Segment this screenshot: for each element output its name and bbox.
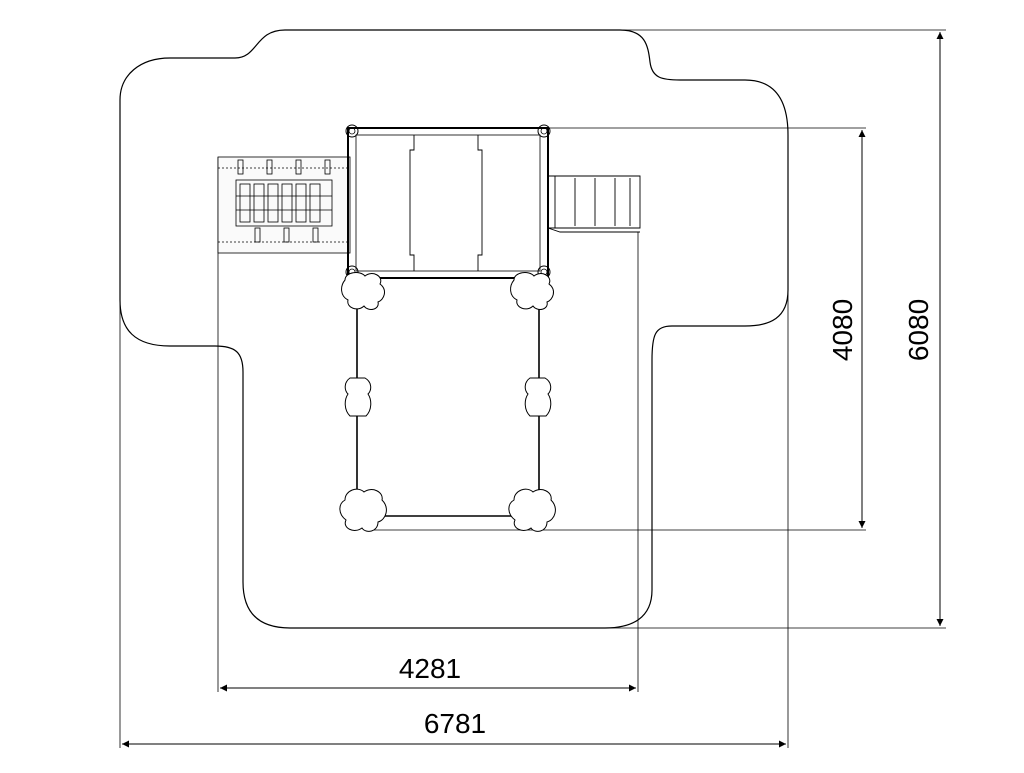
dimension-label-inner-height: 4080 xyxy=(827,299,858,361)
footing-bottom-right xyxy=(508,488,556,532)
climbing-ladder-module xyxy=(217,156,351,254)
slide xyxy=(547,175,641,233)
footing-mid-right xyxy=(524,377,552,417)
footing-top-left xyxy=(341,272,385,310)
footing-mid-left xyxy=(344,377,372,417)
footing-bottom-left xyxy=(339,488,387,532)
dimension-lines xyxy=(122,32,944,748)
dimension-label-inner-width: 4281 xyxy=(399,653,461,684)
lower-frame xyxy=(356,300,540,517)
dimension-label-outer-height: 6080 xyxy=(903,299,934,361)
dimension-label-outer-width: 6781 xyxy=(424,708,486,739)
footing-top-right xyxy=(510,272,554,310)
ladder-rungs xyxy=(236,183,332,223)
extension-lines xyxy=(119,29,946,748)
ladder-footholds xyxy=(237,159,331,243)
safety-zone-outline xyxy=(119,29,789,629)
main-platform xyxy=(345,124,551,279)
post-footings xyxy=(339,272,556,532)
